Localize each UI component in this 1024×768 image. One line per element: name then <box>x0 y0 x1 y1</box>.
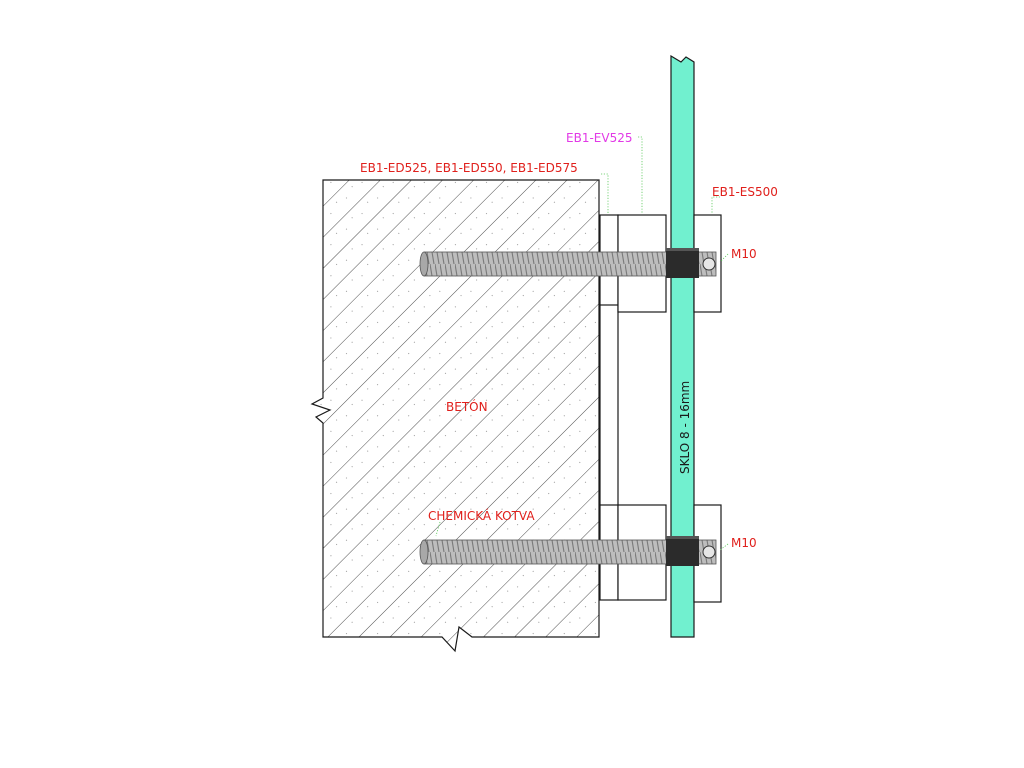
leader-lines <box>435 136 729 551</box>
glass-label: SKLO 8 - 16mm <box>678 381 692 474</box>
concrete-label: BETÓN <box>446 399 488 414</box>
bolt-heads <box>702 257 716 559</box>
glass-pane: SKLO 8 - 16mm <box>670 54 695 638</box>
bolt-bottom-label: M10 <box>731 536 757 550</box>
chemical-anchor-label: CHEMICKÁ KOTVA <box>428 508 535 523</box>
bolt-head-bottom <box>702 545 716 559</box>
adapter-code-label: EB1-EV525 <box>566 131 632 145</box>
gasket-group <box>666 248 699 566</box>
concrete-block <box>310 179 600 653</box>
cap-code-label: EB1-ES500 <box>712 185 778 199</box>
gasket-bottom <box>666 536 699 566</box>
bolt-top-label: M10 <box>731 247 757 261</box>
spacer-codes-label: EB1-ED525, EB1-ED550, EB1-ED575 <box>360 161 578 175</box>
bolt-head-top <box>702 257 716 271</box>
gasket-top <box>666 248 699 278</box>
